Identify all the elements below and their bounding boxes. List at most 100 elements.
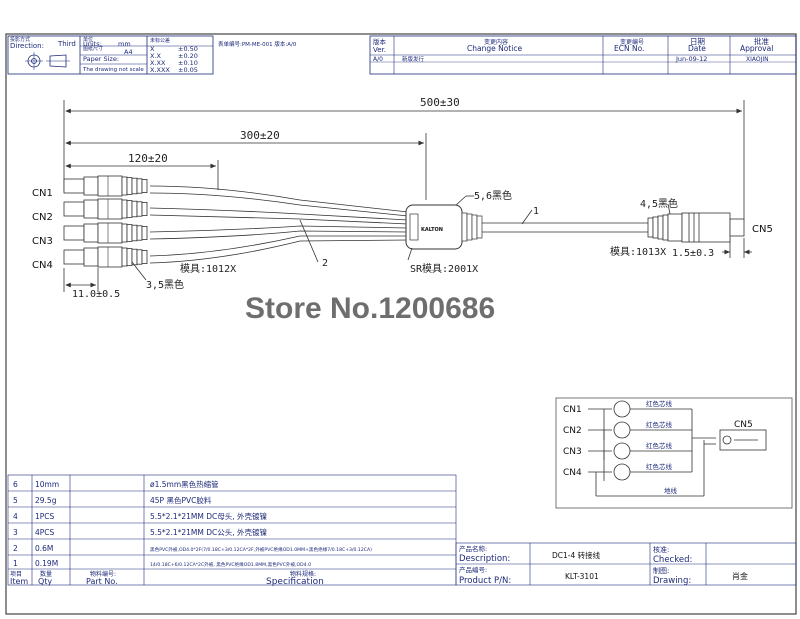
bom-item: 4 xyxy=(13,512,18,521)
bom-spec: 黑色PVC外被,OD4.0*2F(7/0.18C+3/0.12CA*2F,外被P… xyxy=(150,546,372,553)
tol-val-4: ±0.05 xyxy=(178,66,198,74)
mold-sr: SR模具:2001X xyxy=(410,263,478,275)
sch-cn4: CN4 xyxy=(563,468,582,478)
paper-value: A4 xyxy=(124,48,133,56)
callout-2: 2 xyxy=(322,258,328,269)
tol-fmt-3: X.XX xyxy=(150,59,166,67)
bom-spec: 45P 黑色PVC胶料 xyxy=(150,495,212,505)
bom-spec: 5.5*2.1*21MM DC公头, 外壳镀镍 xyxy=(150,527,268,537)
bom-qty: 4PCS xyxy=(35,528,55,537)
bom-spec: ø1.5mm黑色热缩管 xyxy=(150,479,219,489)
sch-wire-3: 红色芯线 xyxy=(646,441,673,450)
ecn-cn: 变更编号 xyxy=(620,38,644,46)
bom-item: 5 xyxy=(13,496,18,505)
projection-symbol-icon xyxy=(25,52,70,70)
direction-label: Direction: xyxy=(10,42,44,50)
change-label: Change Notice xyxy=(467,44,522,53)
hdr-item: Item xyxy=(10,577,28,586)
dim-socket-label: 1.5±0.3 xyxy=(672,248,714,259)
outer-frame xyxy=(5,33,797,615)
change-cn: 变更内容 xyxy=(484,38,508,46)
note-56: 5,6黑色 xyxy=(474,189,512,202)
wiring-schematic: CN1 CN2 CN3 CN4 CN5 红色芯线 红色芯线 红色芯线 红色芯线 … xyxy=(555,397,793,509)
desc-value: DC1-4 转接线 xyxy=(552,550,601,560)
bom-table: 6 10mm ø1.5mm黑色热缩管 5 29.5g 45P 黑色PVC胶料 4 1PCS 5.… xyxy=(7,474,457,587)
change-value: 新版发行 xyxy=(402,55,425,63)
approval-value: XIAOJIN xyxy=(746,56,769,63)
sch-wire-4: 红色芯线 xyxy=(646,462,673,471)
dimensions xyxy=(63,100,752,292)
bom-qty: 1PCS xyxy=(35,512,55,521)
sch-wire-1: 红色芯线 xyxy=(646,399,673,408)
units-value: mm xyxy=(118,40,131,48)
drawing-value: 肖金 xyxy=(732,571,748,581)
checked-label: Checked: xyxy=(653,555,692,565)
sch-cn3: CN3 xyxy=(563,447,582,457)
hdr-part-cn: 物料编号: xyxy=(90,570,116,578)
dim-branch-label: 120±20 xyxy=(128,152,168,165)
callout-1: 1 xyxy=(533,206,539,217)
tol-val-2: ±0.20 xyxy=(178,52,198,60)
unit-cn: 单位 xyxy=(83,36,93,43)
tol-val-1: ±0.50 xyxy=(178,45,198,53)
date-cn: 日期 xyxy=(690,37,705,46)
hdr-spec: Specification xyxy=(266,577,324,587)
bom-spec: 14/0.18C+6/0.12CA*2C外被, 黑色PVC绝缘OD1.8MM,黑… xyxy=(150,561,311,568)
dc-plug xyxy=(63,175,148,197)
rev-cn: 版本 xyxy=(373,37,387,46)
rev-label: Ver. xyxy=(373,46,386,54)
paper-label: Paper Size: xyxy=(83,55,119,63)
sch-ground: 地线 xyxy=(664,486,678,495)
sch-wire-2: 红色芯线 xyxy=(646,420,673,429)
pn-label: Product P/N: xyxy=(459,576,511,586)
label-cn1: CN1 xyxy=(32,188,53,199)
direction-value: Third xyxy=(57,40,76,48)
bom-item: 3 xyxy=(13,528,18,537)
pn-cn: 产品编号: xyxy=(459,565,487,574)
bom-spec: 5.5*2.1*21MM DC母头, 外壳镀镍 xyxy=(150,511,268,521)
sch-cn2: CN2 xyxy=(563,426,582,436)
form-number: 表单编号:PM-ME-001 版本:A/0 xyxy=(218,40,297,48)
hdr-qty: Qty xyxy=(38,577,52,586)
tol-fmt-4: X.XXX xyxy=(150,66,170,74)
product-info: 产品名称: Description: DC1-4 转接线 产品编号: Produ… xyxy=(455,542,797,586)
bom-qty: 10mm xyxy=(35,480,59,489)
tol-fmt-2: X.X xyxy=(150,52,162,60)
hdr-qty-cn: 数量 xyxy=(40,570,52,578)
ecn-label: ECN No. xyxy=(614,44,644,53)
date-value: Jun-09-12 xyxy=(675,55,707,63)
cable-assembly: KALTON xyxy=(32,175,773,291)
pn-value: KLT-3101 xyxy=(565,572,599,581)
title-block: 投影方式 Direction: Third 单位 Units: mm 图纸尺寸 … xyxy=(7,35,797,75)
dim-plug-label: 11.0±0.5 xyxy=(72,289,120,300)
bom-qty: 29.5g xyxy=(35,496,57,505)
bom-item: 6 xyxy=(13,480,18,489)
mold-left: 模具:1012X xyxy=(180,263,236,275)
not-scale-note: The drawing not scale xyxy=(82,67,144,73)
note-45: 4,5黑色 xyxy=(640,197,678,210)
bom-qty: 0.6M xyxy=(35,544,53,553)
paper-cn: 图纸尺寸 xyxy=(83,45,103,52)
bom-item: 2 xyxy=(13,544,18,553)
date-label: Date xyxy=(688,44,706,53)
drawing-cn: 制图: xyxy=(653,566,669,575)
hdr-part: Part No. xyxy=(86,577,118,586)
dim-total-label: 500±30 xyxy=(420,96,460,109)
bom-qty: 0.19M xyxy=(35,559,58,568)
rev-value: A/0 xyxy=(373,56,383,63)
drawing-label: Drawing: xyxy=(653,576,691,586)
label-cn4: CN4 xyxy=(32,260,53,271)
dim-mid-label: 300±20 xyxy=(240,129,280,142)
store-watermark: Store No.1200686 xyxy=(245,292,495,325)
dc-socket xyxy=(647,212,745,243)
note-35: 3,5黑色 xyxy=(146,278,184,291)
tolerance-cn: 未标公差 xyxy=(150,37,170,44)
label-cn3: CN3 xyxy=(32,236,53,247)
overmold-brand: KALTON xyxy=(421,227,443,233)
approval-label: Approval xyxy=(740,44,773,53)
tol-fmt-1: X xyxy=(150,45,155,53)
hdr-item-cn: 项目 xyxy=(10,571,22,578)
bom-item: 1 xyxy=(13,559,18,568)
sch-cn1: CN1 xyxy=(563,405,582,415)
